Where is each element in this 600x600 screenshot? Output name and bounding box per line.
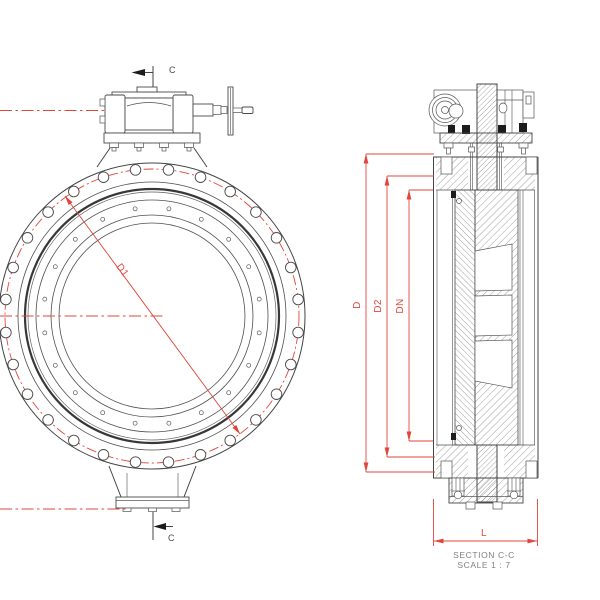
bottom-foot-section (448, 477, 524, 510)
seat-seal (451, 433, 456, 440)
worm-ball (448, 103, 464, 119)
cover-tab (492, 501, 503, 510)
bottom-foot-front (0, 465, 197, 512)
actuator-crown-line (126, 102, 172, 107)
flange-bolt-slot (440, 156, 453, 175)
disc-hub (454, 189, 476, 446)
disc-pocket (474, 339, 513, 389)
view-title: SECTION C-C SCALE 1 : 7 (453, 550, 515, 570)
valve-body-section (433, 156, 539, 479)
housing-bracket (522, 91, 535, 119)
handwheel-knob (241, 106, 254, 114)
dimension-dn: DN (395, 189, 433, 442)
seat-pin (456, 425, 462, 431)
dimension-d: D (352, 153, 435, 473)
input-shaft (192, 103, 214, 117)
flange-ring (17, 181, 287, 451)
handwheel-assembly (192, 86, 254, 136)
seat-pin (456, 198, 462, 204)
dimension-d1-label: D1 (114, 262, 131, 279)
outer-flange-circle (0, 162, 306, 470)
foot-plate (115, 496, 190, 509)
seal (462, 125, 470, 134)
section-label-top: C (169, 65, 176, 75)
actuator-side-tab (99, 115, 106, 124)
section-scale: SCALE 1 : 7 (457, 560, 510, 570)
section-cut-marker-bottom: C (152, 512, 175, 543)
bearing (498, 102, 508, 114)
dimension-l-label: L (481, 528, 487, 539)
disc-section (451, 189, 519, 446)
handwheel-hub (232, 107, 243, 113)
dimension-dn-label: DN (395, 298, 406, 313)
actuator-left-cap (104, 94, 126, 134)
foot-bolts (122, 507, 181, 512)
dimension-d2: D2 (373, 175, 435, 458)
seal (519, 123, 527, 132)
section-arrow-bottom (153, 523, 166, 530)
cover-tab (465, 501, 476, 510)
seat-seal (451, 191, 456, 198)
foot-bolt-head (453, 490, 463, 500)
flange-bolt-slot (440, 460, 453, 479)
flange-bolt-holes (0, 164, 304, 468)
dimension-d-label: D (352, 301, 363, 309)
actuator-base-bolts (109, 142, 194, 152)
shaft-coupling (220, 106, 228, 114)
section-view: D D2 DN L SECTION C-C SCALE 1 : 7 (352, 83, 539, 570)
disc-pocket (474, 294, 513, 337)
shaft-coupling (212, 105, 222, 115)
actuator-side-tab (99, 98, 106, 107)
bolt-circle-centerline (4, 168, 300, 464)
foot-bolt-head (509, 490, 519, 500)
actuator-right-cap (172, 94, 194, 134)
dimension-l: L (433, 499, 538, 546)
actuator-base-flange (103, 132, 201, 144)
flange-bolt-slot (525, 460, 538, 479)
actuator-top-boss (136, 86, 158, 93)
top-neck (96, 147, 208, 168)
flange-bolt-slot (525, 156, 538, 175)
gear-actuator-front (0, 86, 254, 152)
disc-pocket (474, 243, 513, 292)
actuator-body (124, 97, 174, 131)
mounting-studs (443, 142, 529, 190)
front-view: C (0, 65, 306, 543)
section-label-bottom: C (168, 533, 175, 543)
dimension-d2-label: D2 (373, 299, 384, 313)
seal (498, 125, 506, 133)
seal (448, 125, 455, 133)
section-arrow-top (131, 69, 145, 76)
dimension-d1: D1 (64, 195, 241, 435)
section-title: SECTION C-C (453, 550, 515, 560)
